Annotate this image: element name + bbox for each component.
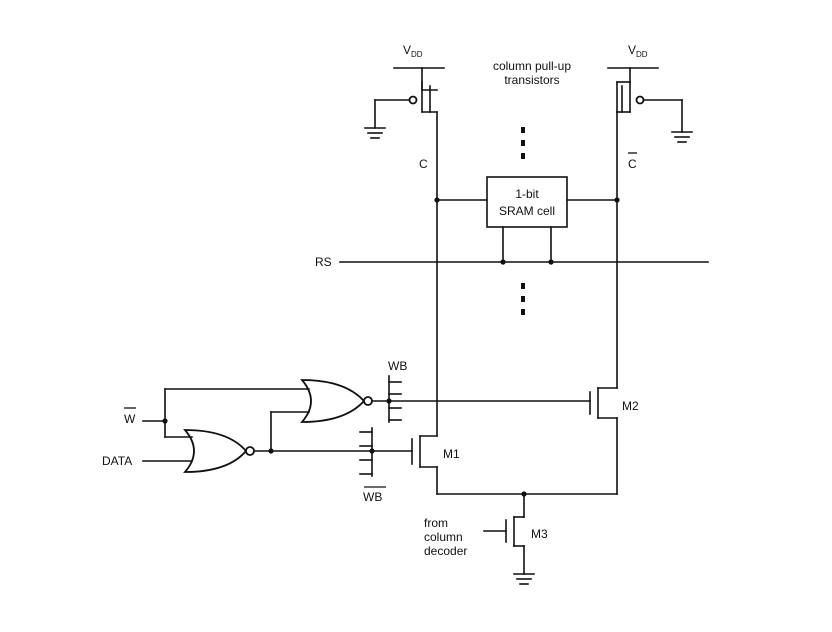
decoder-caption-line1: from [424, 516, 448, 530]
column-c-label: C [419, 157, 428, 171]
svg-text:W: W [124, 412, 136, 426]
svg-text:SRAM cell: SRAM cell [499, 204, 555, 218]
pullup-caption-line1: column pull-up [493, 59, 571, 73]
junction-dot [386, 398, 392, 404]
lower-gate-output-wiring [253, 411, 373, 452]
w-bar-label: W [124, 407, 136, 426]
m1-transistor [411, 435, 438, 495]
right-pullup-transistor [607, 67, 683, 201]
left-ground-symbol [364, 127, 386, 139]
wb-bus-ticks [388, 375, 402, 423]
column-c-bar-label: C [628, 152, 637, 171]
w-bar-input-wiring [142, 388, 310, 438]
data-label: DATA [102, 454, 132, 468]
junction-dot [162, 418, 168, 424]
m2-transistor [589, 387, 618, 495]
m1-label: M1 [443, 447, 460, 461]
bottom-ground-symbol [513, 573, 535, 585]
rs-label: RS [315, 255, 332, 269]
svg-text:1-bit: 1-bit [515, 187, 539, 201]
wb-bar-label: WB [363, 486, 386, 504]
decoder-caption-line2: column [424, 530, 463, 544]
m2-label: M2 [622, 399, 639, 413]
wb-label: WB [388, 359, 407, 373]
wb-bar-bus-ticks [359, 427, 413, 477]
svg-text:C: C [628, 157, 637, 171]
lower-ellipsis [521, 283, 525, 315]
pullup-caption-line2: transistors [504, 73, 559, 87]
left-pullup-transistor [374, 67, 445, 201]
junction-dot [369, 448, 375, 454]
nor-gate-upper [300, 379, 373, 423]
vdd-left-label: VDD [403, 43, 423, 59]
nor-gate-lower [183, 429, 255, 473]
svg-text:WB: WB [363, 490, 382, 504]
junction-dot [548, 259, 554, 265]
m3-label: M3 [531, 527, 548, 541]
decoder-caption-line3: decoder [424, 544, 467, 558]
junction-dot [521, 491, 527, 497]
junction-dot [268, 448, 274, 454]
m3-transistor [483, 516, 525, 575]
common-node-wiring [436, 493, 618, 518]
junction-dot [500, 259, 506, 265]
right-ground-symbol [671, 131, 693, 143]
vdd-right-label: VDD [628, 43, 648, 59]
upper-ellipsis [521, 127, 525, 159]
sram-cell: 1-bit SRAM cell [436, 176, 618, 263]
